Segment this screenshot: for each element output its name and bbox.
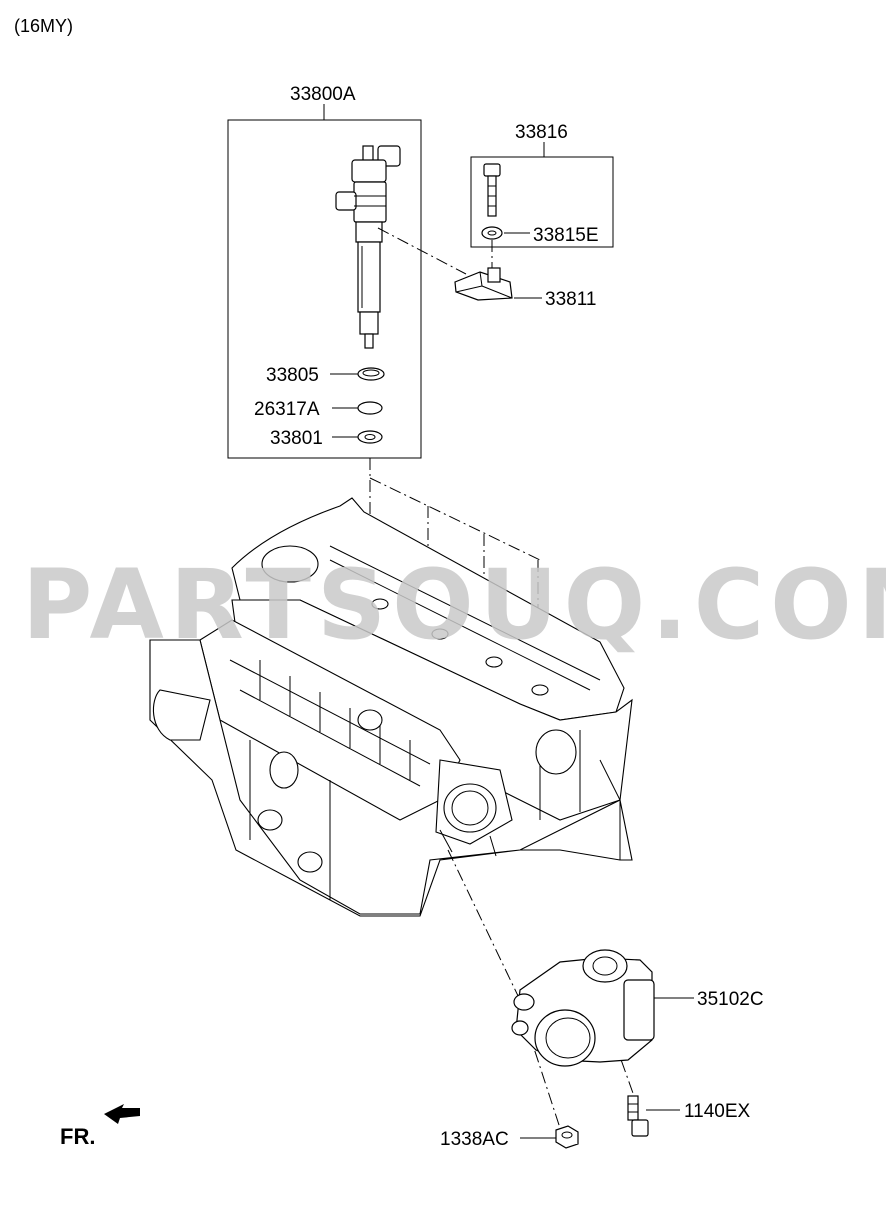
clamp-bolt-illustration xyxy=(483,163,501,217)
part-label-35102C[interactable]: 35102C xyxy=(697,989,764,1010)
injector-washer-illustration xyxy=(357,430,383,444)
throttle-body-illustration xyxy=(511,949,655,1067)
injector-illustration xyxy=(335,145,401,349)
part-label-1140EX[interactable]: 1140EX xyxy=(684,1101,751,1122)
part-label-33811[interactable]: 33811 xyxy=(545,289,596,310)
engine-illustration xyxy=(149,497,633,917)
part-label-33800A[interactable]: 33800A xyxy=(290,84,356,105)
front-direction-label: FR. xyxy=(60,1124,95,1149)
part-label-1338AC[interactable]: 1338AC xyxy=(440,1129,509,1150)
bolt-illustration xyxy=(627,1095,649,1137)
washer-illustration xyxy=(481,226,503,240)
part-label-26317A[interactable]: 26317A xyxy=(254,399,320,420)
watermark: PARTSOUQ.COM xyxy=(22,549,886,661)
part-label-33805[interactable]: 33805 xyxy=(266,365,319,386)
clamp-illustration xyxy=(454,267,513,301)
part-label-33815E[interactable]: 33815E xyxy=(533,225,599,246)
part-label-33816[interactable]: 33816 xyxy=(515,122,568,143)
model-year-label: (16MY) xyxy=(14,16,73,36)
nut-illustration xyxy=(555,1125,579,1149)
clamp-group-box xyxy=(470,156,614,248)
front-arrow-icon xyxy=(104,1104,140,1124)
o-ring-illustration xyxy=(357,401,383,415)
part-label-33801[interactable]: 33801 xyxy=(270,428,323,449)
seal-ring-illustration xyxy=(357,367,385,381)
